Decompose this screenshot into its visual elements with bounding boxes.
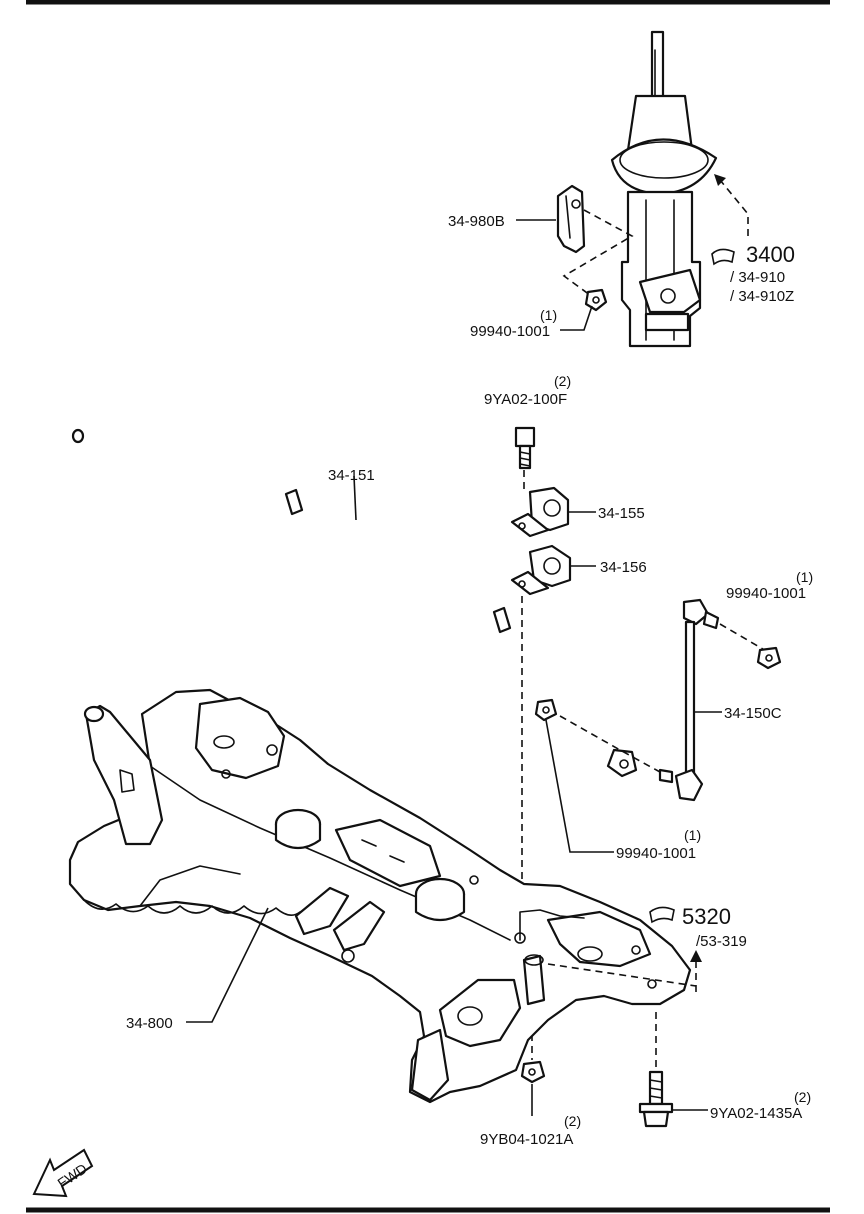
quantity-label: (2) <box>794 1089 811 1105</box>
callout-label: 9YA02-1435A <box>710 1105 802 1122</box>
callout-label: 9YB04-1021A <box>480 1131 573 1148</box>
nut-link-upper[interactable] <box>756 646 782 670</box>
strut-assembly[interactable] <box>610 30 749 348</box>
ref-book-icon <box>649 906 675 924</box>
quantity-label: (1) <box>684 827 701 843</box>
callout-label: 34-151 <box>328 467 375 484</box>
callout-label: 34-800 <box>126 1015 173 1032</box>
leader-stabilizer <box>353 475 357 521</box>
reference-label: 3400 <box>746 242 795 267</box>
callout-label: 34-150C <box>724 705 782 722</box>
nut-link-lower[interactable] <box>534 698 558 722</box>
bolt-top[interactable] <box>514 426 536 470</box>
crossmember[interactable] <box>68 688 702 1104</box>
bushing-bracket[interactable] <box>510 544 572 596</box>
callout-label: 99940-1001 <box>726 585 806 602</box>
quantity-label: (2) <box>554 373 571 389</box>
stabilizer-link[interactable] <box>559 598 769 802</box>
bolt-bottom[interactable] <box>638 1070 674 1128</box>
reference-sub-label: / 34-910Z <box>730 288 794 305</box>
ref-book-icon <box>711 248 735 266</box>
callout-label: 34-980B <box>448 213 505 230</box>
quantity-label: (1) <box>540 307 557 323</box>
callout-label: 99940-1001 <box>470 323 550 340</box>
callout-label: 34-156 <box>600 559 647 576</box>
callout-label: 34-155 <box>598 505 645 522</box>
hose-bracket[interactable] <box>556 184 634 299</box>
reference-sub-label: / 34-910 <box>730 269 785 286</box>
nut-bottom[interactable] <box>520 1060 546 1084</box>
leader-nut-top <box>560 305 593 331</box>
forward-arrow-icon: FWD <box>32 1148 94 1198</box>
quantity-label: (1) <box>796 569 813 585</box>
stabilizer-bar[interactable] <box>69 428 638 778</box>
reference-label: 5320 <box>682 904 731 929</box>
callout-label: 99940-1001 <box>616 845 696 862</box>
quantity-label: (2) <box>564 1113 581 1129</box>
callout-label: 9YA02-100F <box>484 391 567 408</box>
bushing[interactable] <box>510 486 570 538</box>
reference-sub-label: /53-319 <box>696 933 747 950</box>
leader-nut-link-lower <box>545 719 614 853</box>
nut-top[interactable] <box>584 288 608 312</box>
leader-crossmember <box>186 907 269 1023</box>
